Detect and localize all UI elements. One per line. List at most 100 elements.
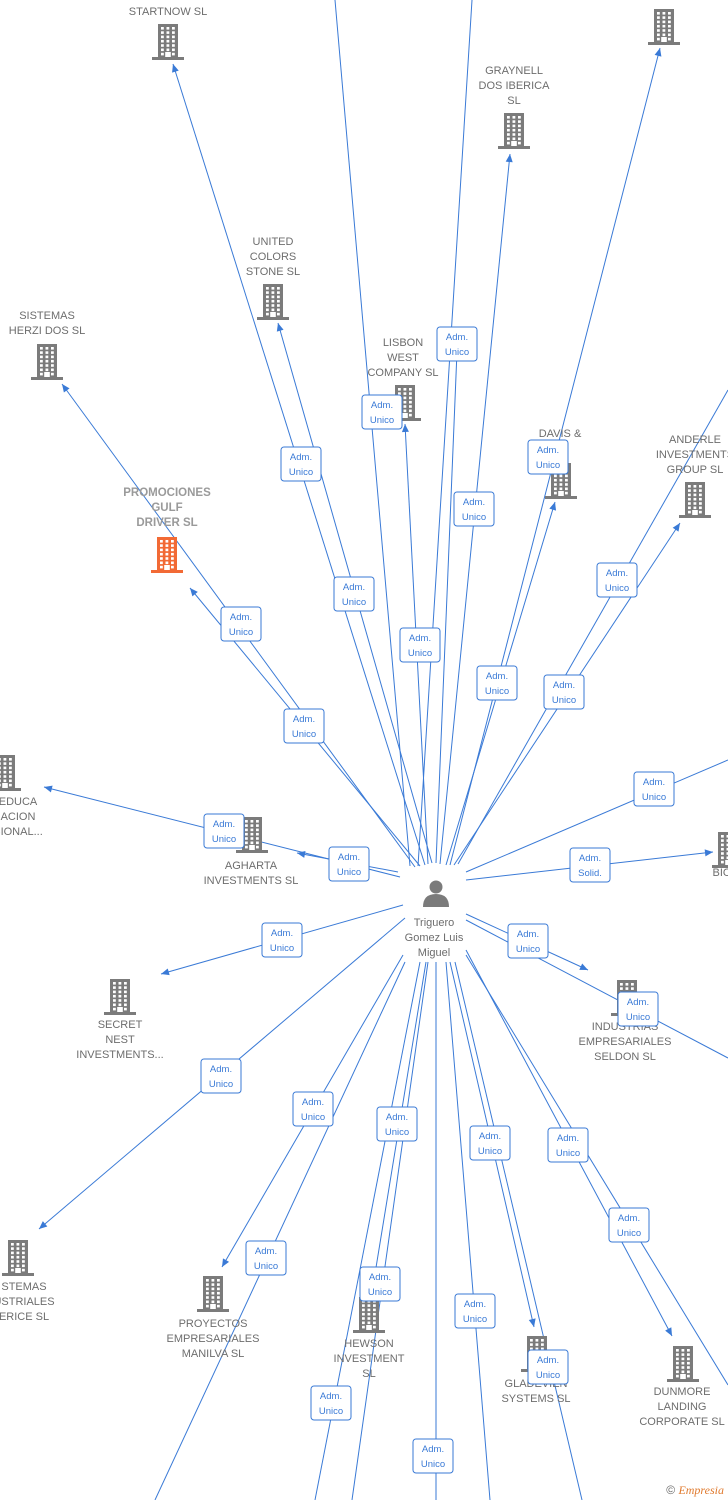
company-name[interactable]: HERZI DOS SL: [9, 325, 85, 337]
role-badge[interactable]: Adm.Unico: [333, 576, 375, 612]
role-badge[interactable]: Adm.Unico: [543, 674, 585, 710]
arrow-head: [505, 154, 513, 163]
svg-text:Adm.: Adm.: [479, 1131, 501, 1142]
company-name[interactable]: BIO: [713, 867, 728, 879]
svg-text:Unico: Unico: [270, 943, 294, 954]
role-badge[interactable]: Adm.Unico: [412, 1438, 454, 1474]
role-badge[interactable]: Adm.Unico: [292, 1091, 334, 1127]
company-name[interactable]: EMPRESARIALES: [579, 1036, 672, 1048]
relation-line: [445, 961, 491, 1500]
role-badge[interactable]: Adm.Unico: [633, 771, 675, 807]
company-name[interactable]: COLORS: [250, 251, 296, 263]
role-badge[interactable]: Adm.Unico: [596, 562, 638, 598]
company-name[interactable]: STEMAS: [1, 1281, 46, 1293]
svg-text:Unico: Unico: [368, 1287, 392, 1298]
company-building-icon: [151, 537, 183, 573]
company-name[interactable]: NEST: [105, 1034, 135, 1046]
company-name[interactable]: INVESTMENTS...: [76, 1049, 163, 1061]
company-name[interactable]: ACION: [1, 811, 36, 823]
role-badge[interactable]: Adm.Unico: [261, 922, 303, 958]
arrow-head: [172, 64, 179, 73]
company-name[interactable]: CORPORATE SL: [639, 1416, 724, 1428]
company-name[interactable]: LISBON: [383, 337, 423, 349]
company-name[interactable]: PROMOCIONES: [123, 487, 211, 499]
company-name[interactable]: ERICE SL: [0, 1311, 49, 1323]
role-badge[interactable]: Adm.Unico: [617, 991, 659, 1027]
company-name[interactable]: COMPANY SL: [367, 367, 438, 379]
company-name[interactable]: INVESTMENTS SL: [204, 875, 299, 887]
role-badge[interactable]: Adm.Unico: [359, 1266, 401, 1302]
company-name[interactable]: GRAYNELL: [485, 65, 543, 77]
svg-text:Adm.: Adm.: [446, 332, 468, 343]
role-badge[interactable]: Adm.Unico: [376, 1106, 418, 1142]
role-badge[interactable]: Adm.Unico: [200, 1058, 242, 1094]
person-name[interactable]: Triguero: [414, 917, 455, 929]
company-name[interactable]: MANILVA SL: [182, 1348, 245, 1360]
role-badge[interactable]: Adm.Unico: [280, 446, 322, 482]
company-name[interactable]: DOS IBERICA: [479, 80, 551, 92]
company-name[interactable]: SYSTEMS SL: [501, 1393, 570, 1405]
company-name[interactable]: EDUCA: [0, 796, 38, 808]
company-name[interactable]: HEWSON: [344, 1338, 394, 1350]
company-name[interactable]: STONE SL: [246, 266, 300, 278]
role-badge[interactable]: Adm.Unico: [283, 708, 325, 744]
role-badge[interactable]: Adm.Unico: [399, 627, 441, 663]
company-name[interactable]: AGHARTA: [225, 860, 278, 872]
role-badge[interactable]: Adm.Unico: [328, 846, 370, 882]
role-badge[interactable]: Adm.Unico: [453, 491, 495, 527]
role-badge[interactable]: Adm.Unico: [476, 665, 518, 701]
company-name[interactable]: PROYECTOS: [179, 1318, 248, 1330]
person-icon: [423, 880, 449, 907]
company-name[interactable]: DUNMORE: [654, 1386, 711, 1398]
company-name[interactable]: USTRIALES: [0, 1296, 55, 1308]
company-building-icon: [648, 9, 680, 45]
company-name[interactable]: SISTEMAS: [19, 310, 75, 322]
role-badge[interactable]: Adm.Unico: [454, 1293, 496, 1329]
role-badge[interactable]: Adm.Unico: [220, 606, 262, 642]
role-badge[interactable]: Adm.Unico: [547, 1127, 589, 1163]
company-name[interactable]: EMPRESARIALES: [167, 1333, 260, 1345]
svg-text:Adm.: Adm.: [320, 1391, 342, 1402]
svg-text:Adm.: Adm.: [255, 1246, 277, 1257]
company-name[interactable]: GROUP SL: [667, 464, 724, 476]
arrow-head: [44, 785, 53, 793]
person-name[interactable]: Miguel: [418, 947, 450, 959]
relation-line: [435, 326, 459, 864]
company-building-icon: [712, 832, 728, 868]
role-badge[interactable]: Adm.Unico: [436, 326, 478, 362]
svg-text:Unico: Unico: [319, 1406, 343, 1417]
role-badge[interactable]: Adm.Unico: [527, 439, 569, 475]
role-badge[interactable]: Adm. Unico: [245, 1240, 287, 1276]
company-name[interactable]: SL: [507, 95, 520, 107]
arrow-head: [161, 968, 170, 976]
company-name[interactable]: DRIVER SL: [136, 517, 197, 529]
company-name[interactable]: INVESTMENT: [334, 1353, 405, 1365]
svg-text:Adm.: Adm.: [302, 1097, 324, 1108]
company-name[interactable]: WEST: [387, 352, 419, 364]
company-name[interactable]: DAVIS &: [539, 428, 582, 440]
role-badge[interactable]: Adm.Unico: [507, 923, 549, 959]
role-badge[interactable]: Adm.Unico: [361, 394, 403, 430]
company-name[interactable]: SECRET: [98, 1019, 143, 1031]
role-badge[interactable]: Adm.Unico: [203, 813, 245, 849]
svg-text:Unico: Unico: [536, 1370, 560, 1381]
person-name[interactable]: Gomez Luis: [405, 932, 464, 944]
role-badge[interactable]: Adm. Unico: [310, 1385, 352, 1421]
role-badge[interactable]: Adm.Unico: [527, 1349, 569, 1385]
role-badge[interactable]: Adm.Unico: [469, 1125, 511, 1161]
svg-text:Unico: Unico: [254, 1261, 278, 1272]
arrow-head: [549, 502, 557, 511]
company-name[interactable]: STARTNOW SL: [129, 6, 207, 18]
company-name[interactable]: UNITED: [253, 236, 294, 248]
company-name[interactable]: LANDING: [658, 1401, 707, 1413]
svg-text:Unico: Unico: [462, 512, 486, 523]
company-name[interactable]: SELDON SL: [594, 1051, 656, 1063]
company-name[interactable]: ANDERLE: [669, 434, 721, 446]
company-name[interactable]: SIONAL...: [0, 826, 43, 838]
role-badge[interactable]: Adm.Unico: [608, 1207, 650, 1243]
company-name[interactable]: INVESTMENTS: [656, 449, 728, 461]
role-badge[interactable]: Adm.Solid.: [569, 847, 611, 883]
company-name[interactable]: SL: [362, 1368, 375, 1380]
company-name[interactable]: GULF: [151, 502, 182, 514]
svg-text:Unico: Unico: [209, 1079, 233, 1090]
